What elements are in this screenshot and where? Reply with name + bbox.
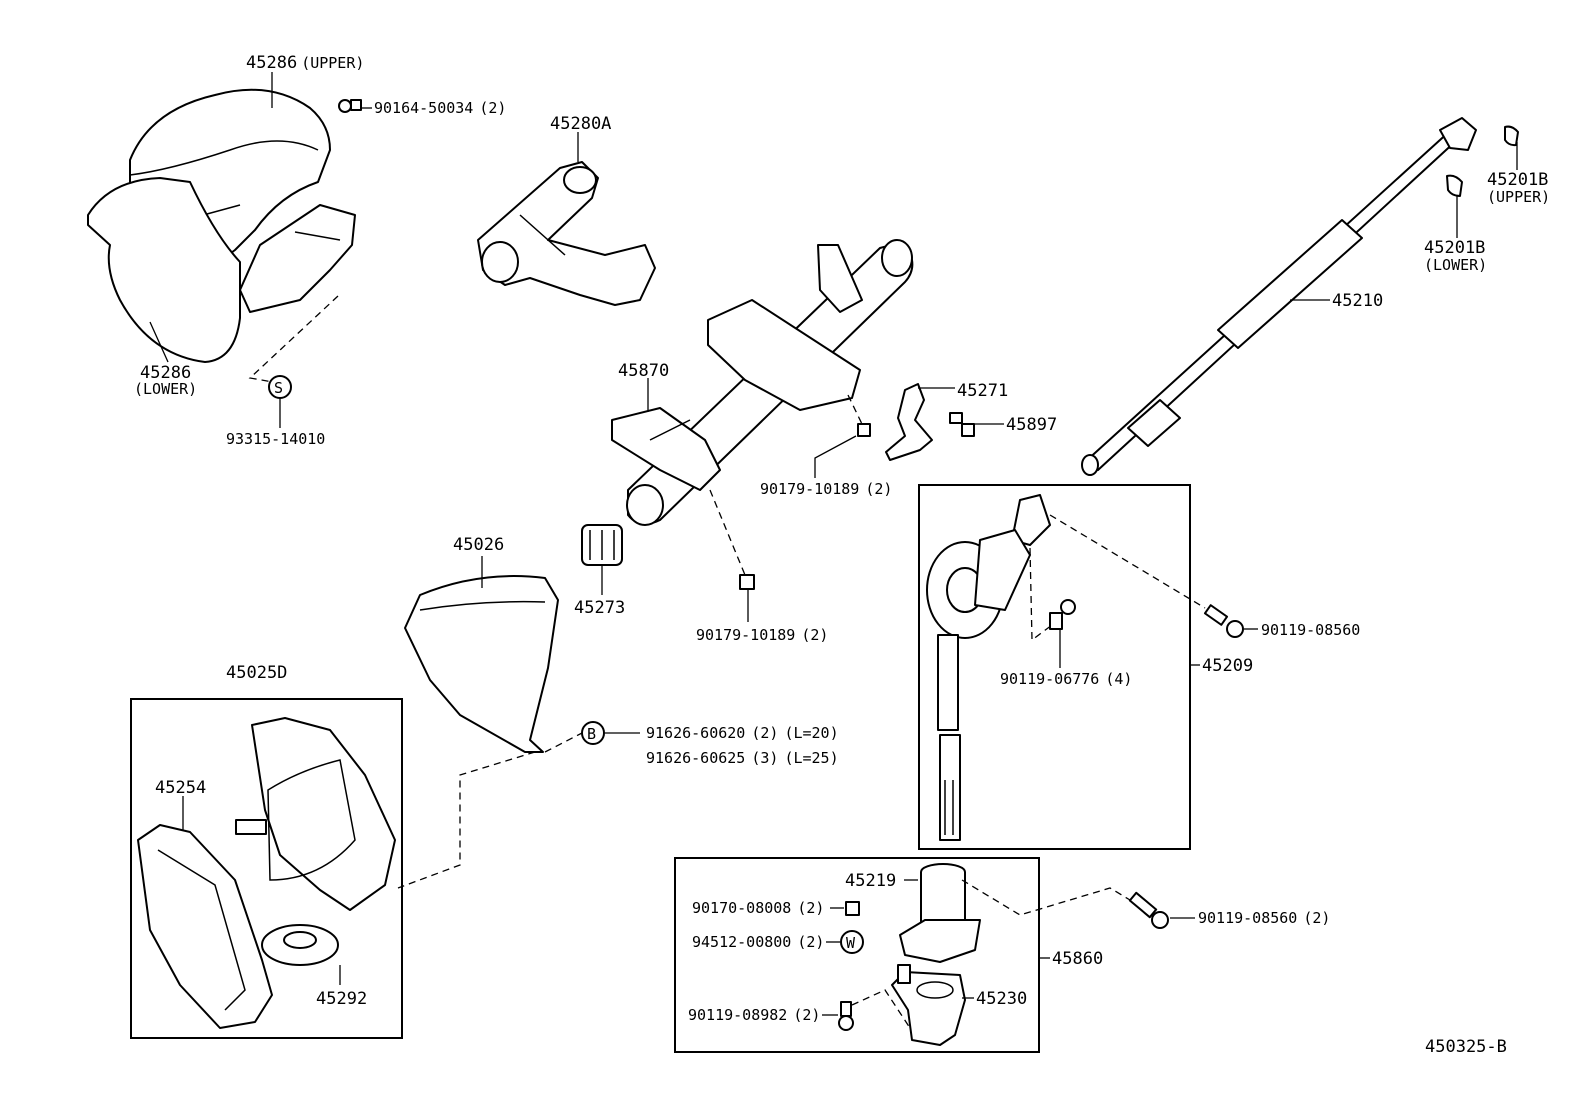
callout-45026: 45026: [453, 535, 504, 555]
callout-45219: 45219: [845, 871, 896, 891]
callout-45280a: 45280A: [550, 114, 611, 134]
diagram-id: 450325-B: [1425, 1037, 1507, 1057]
intermediate-shaft-45209-part: [926, 494, 1051, 841]
washer-w-mark: W: [846, 934, 856, 952]
dashed-line-shaft-small-bolt: [1029, 547, 1053, 642]
callout-45230: 45230: [976, 989, 1027, 1009]
callout-45201b-upper-number: 45201B: [1487, 170, 1548, 190]
callout-45201b-lower-note: (LOWER): [1424, 256, 1487, 274]
callout-90119-08560: 90119-08560: [1261, 621, 1360, 639]
nut-90179-upper-part: [857, 423, 871, 437]
bolt-b-mark: B: [587, 725, 596, 743]
callout-45209: 45209: [1202, 656, 1253, 676]
callout-90179-10189-lower: 90179-10189(2): [696, 626, 828, 644]
callout-45292: 45292: [316, 989, 367, 1009]
callout-94512-00800: 94512-00800(2): [692, 933, 824, 951]
callout-45271: 45271: [957, 381, 1008, 401]
steering-boot-45025d-part: [235, 717, 396, 911]
bushing-45273-part: [581, 524, 623, 566]
callout-90164-50034: 90164-50034(2): [374, 99, 506, 117]
dashed-line-cover-clip: [248, 295, 339, 383]
bearing-45292-part: [261, 924, 339, 966]
column-bracket-45219-part: [899, 863, 981, 963]
column-tube-45870-part: [611, 239, 914, 526]
callout-45273: 45273: [574, 598, 625, 618]
nut-90170-part: [845, 901, 860, 916]
group-frame-45860: [674, 857, 1040, 1053]
callout-91626-60625: 91626-60625(3)(L=25): [646, 749, 839, 767]
callout-90119-06776: 90119-06776(4): [1000, 670, 1132, 688]
bolt-90119-06776-part: [1049, 599, 1076, 630]
callout-90170-08008: 90170-08008(2): [692, 899, 824, 917]
column-bracket-45230-part: [891, 964, 966, 1046]
dashed-line-column-lower-nut: [709, 489, 746, 576]
clamp-45271-part: [885, 383, 933, 461]
callout-93315-14010: 93315-14010: [226, 430, 325, 448]
bushing-45201b-upper-part: [1504, 125, 1519, 147]
bushing-45201b-lower-part: [1446, 174, 1463, 197]
callout-90119-08560-pair: 90119-08560(2): [1198, 909, 1330, 927]
clip-s-mark: S: [274, 379, 283, 397]
column-cover-lower-part: [87, 177, 356, 363]
callout-91626-60620: 91626-60620(2)(L=20): [646, 724, 839, 742]
callout-45254: 45254: [155, 778, 206, 798]
dashed-line-cover-boot: [397, 751, 536, 889]
hole-cover-45026-part: [404, 575, 559, 753]
callout-45025d: 45025D: [226, 663, 287, 683]
callout-45201b-upper-note: (UPPER): [1487, 188, 1550, 206]
bolt-90119-08560-part: [1203, 604, 1244, 638]
callout-45860: 45860: [1052, 949, 1103, 969]
callout-45286-lower-note: (LOWER): [134, 380, 197, 398]
dashed-line-b-bolt: [544, 732, 583, 753]
dashed-line-bracket-bolt: [961, 879, 1131, 916]
screw-90164-part: [338, 99, 362, 113]
callout-45210: 45210: [1332, 291, 1383, 311]
callout-90119-08982: 90119-08982(2): [688, 1006, 820, 1024]
callout-45201b-lower-number: 45201B: [1424, 238, 1485, 258]
dashed-line-shaft-bolt: [1049, 514, 1206, 609]
tilt-bracket-45280a-part: [477, 161, 656, 306]
washer-w-symbol: [840, 930, 864, 954]
callout-45870: 45870: [618, 361, 669, 381]
group-frame-45025d: [130, 698, 403, 1039]
nut-90179-lower-part: [739, 574, 755, 590]
bolt-90119-08982-part: [838, 1001, 854, 1031]
leader-45286-lower: [149, 321, 169, 363]
dashed-line-lower-bolt: [851, 989, 911, 1029]
callout-45286-lower-number: 45286: [140, 363, 191, 383]
dashed-line-column-nut: [847, 394, 863, 425]
callout-45286-upper: 45286(UPPER): [246, 53, 364, 73]
leader-90179a: [814, 435, 857, 478]
bolt-45897-part: [949, 412, 975, 437]
bolt-90119-08560-pair-part: [1128, 891, 1169, 929]
callout-90179-10189-upper: 90179-10189(2): [760, 480, 892, 498]
main-shaft-45210-part: [1081, 117, 1477, 476]
callout-45897: 45897: [1006, 415, 1057, 435]
boot-seal-45254-part: [137, 824, 273, 1029]
group-frame-45209: [918, 484, 1191, 850]
